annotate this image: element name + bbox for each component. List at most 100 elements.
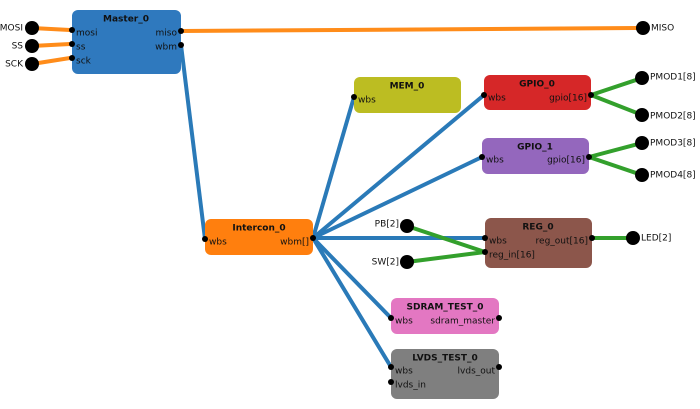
- port-dot[interactable]: [69, 41, 75, 47]
- port-dot[interactable]: [178, 42, 184, 48]
- port-dot[interactable]: [202, 236, 208, 242]
- wire-gpio1-to-pmod4: [587, 155, 644, 177]
- port-dot[interactable]: [479, 154, 485, 160]
- block-gpio0-title: GPIO_0: [519, 80, 555, 90]
- port-dot[interactable]: [482, 249, 488, 255]
- port-intercon-wbm: wbm[]: [280, 238, 309, 248]
- port-dot[interactable]: [589, 235, 595, 241]
- port-reg-reg-out: reg_out[16]: [536, 237, 588, 247]
- block-mem-body: [354, 77, 461, 113]
- block-lvds-body: [391, 349, 499, 399]
- pin-ss[interactable]: [25, 39, 39, 53]
- block-intercon-title: Intercon_0: [232, 224, 285, 234]
- block-sdram-body: [391, 298, 499, 334]
- wire-intercon-to-mem: [311, 95, 356, 240]
- pin-pb[interactable]: [400, 219, 414, 233]
- port-dot[interactable]: [388, 364, 394, 370]
- pin-pmod4-label: PMOD4[8]: [650, 171, 696, 181]
- port-lvds-wbs: wbs: [395, 367, 413, 377]
- pin-mosi-label: MOSI: [0, 24, 23, 34]
- block-master[interactable]: Master_0 mosi ss sck miso wbm: [72, 10, 181, 74]
- port-master-sck: sck: [76, 57, 92, 67]
- block-gpio1-body: [482, 138, 589, 174]
- block-reg[interactable]: REG_0 wbs reg_out[16] reg_in[16]: [485, 218, 592, 268]
- port-dot[interactable]: [388, 315, 394, 321]
- block-intercon-body: [205, 219, 313, 255]
- wire-intercon-to-gpio1: [311, 155, 484, 240]
- pin-pmod3-label: PMOD3[8]: [650, 139, 696, 149]
- pin-pb-label: PB[2]: [375, 220, 399, 230]
- pin-pmod4[interactable]: [635, 168, 649, 182]
- port-lvds-lvds-in: lvds_in: [395, 381, 426, 391]
- blocks: Master_0 mosi ss sck miso wbm MEM_0 wbs …: [72, 10, 592, 399]
- port-gpio1-wbs: wbs: [486, 156, 504, 166]
- wire-gpio0-to-pmod1: [589, 76, 644, 97]
- block-lvds-title: LVDS_TEST_0: [412, 354, 478, 364]
- block-gpio0-body: [484, 75, 591, 110]
- pin-pmod2[interactable]: [635, 108, 649, 122]
- port-master-wbm: wbm: [155, 43, 177, 53]
- wire-sw-to-reg: [405, 250, 487, 264]
- block-reg-title: REG_0: [522, 223, 553, 233]
- block-master-body: [72, 10, 181, 74]
- pin-sw-label: SW[2]: [372, 258, 399, 268]
- port-dots: [69, 27, 595, 385]
- block-lvds[interactable]: LVDS_TEST_0 wbs lvds_out lvds_in: [391, 349, 499, 399]
- port-master-miso: miso: [156, 29, 178, 39]
- block-mem[interactable]: MEM_0 wbs: [354, 77, 461, 113]
- port-reg-wbs: wbs: [489, 237, 507, 247]
- pin-led-label: LED[2]: [641, 234, 671, 244]
- pin-miso-label: MISO: [651, 24, 674, 34]
- port-dot[interactable]: [496, 315, 502, 321]
- port-gpio1-gpio: gpio[16]: [547, 156, 585, 166]
- block-gpio1[interactable]: GPIO_1 wbs gpio[16]: [482, 138, 589, 174]
- block-intercon[interactable]: Intercon_0 wbs wbm[]: [205, 219, 313, 255]
- port-sdram-wbs: wbs: [395, 317, 413, 327]
- pin-pmod1[interactable]: [635, 71, 649, 85]
- pin-mosi[interactable]: [25, 21, 39, 35]
- block-reg-body: [485, 218, 592, 268]
- port-sdram-sdram-master: sdram_master: [430, 317, 495, 327]
- wire-gpio0-to-pmod2: [589, 93, 644, 117]
- wire-pb-to-reg: [405, 224, 487, 254]
- external-pins: MOSI SS SCK MISO PMOD1[8] PMOD2[8] PMOD3…: [0, 21, 696, 269]
- port-lvds-lvds-out: lvds_out: [458, 367, 496, 377]
- port-dot[interactable]: [496, 364, 502, 370]
- pin-sck[interactable]: [25, 57, 39, 71]
- port-gpio0-wbs: wbs: [488, 94, 506, 104]
- pin-pmod3[interactable]: [635, 136, 649, 150]
- port-reg-reg-in: reg_in[16]: [489, 251, 535, 261]
- wire-master-to-intercon: [179, 43, 207, 241]
- port-dot[interactable]: [310, 235, 316, 241]
- pin-sw[interactable]: [400, 255, 414, 269]
- port-intercon-wbs: wbs: [209, 238, 227, 248]
- wire-intercon-to-gpio0: [311, 93, 486, 240]
- wire-miso: [179, 26, 645, 33]
- port-dot[interactable]: [351, 94, 357, 100]
- block-gpio0[interactable]: GPIO_0 wbs gpio[16]: [484, 75, 591, 110]
- wire-gpio1-to-pmod3: [587, 141, 644, 159]
- port-dot[interactable]: [388, 379, 394, 385]
- pin-pmod2-label: PMOD2[8]: [650, 112, 696, 122]
- port-dot[interactable]: [586, 154, 592, 160]
- pin-led[interactable]: [626, 231, 640, 245]
- port-dot[interactable]: [178, 28, 184, 34]
- block-mem-title: MEM_0: [390, 82, 425, 92]
- port-dot[interactable]: [481, 92, 487, 98]
- port-dot[interactable]: [69, 55, 75, 61]
- port-master-mosi: mosi: [76, 29, 97, 39]
- port-master-ss: ss: [76, 43, 86, 53]
- port-dot[interactable]: [69, 27, 75, 33]
- block-sdram-title: SDRAM_TEST_0: [407, 303, 484, 313]
- port-dot[interactable]: [482, 235, 488, 241]
- block-sdram[interactable]: SDRAM_TEST_0 wbs sdram_master: [391, 298, 499, 334]
- wire-intercon-to-lvds: [311, 236, 393, 369]
- pin-miso[interactable]: [636, 21, 650, 35]
- block-master-title: Master_0: [103, 15, 149, 25]
- block-gpio1-title: GPIO_1: [517, 143, 553, 153]
- port-gpio0-gpio: gpio[16]: [549, 94, 587, 104]
- port-dot[interactable]: [588, 92, 594, 98]
- wire-intercon-to-sdram: [311, 236, 393, 320]
